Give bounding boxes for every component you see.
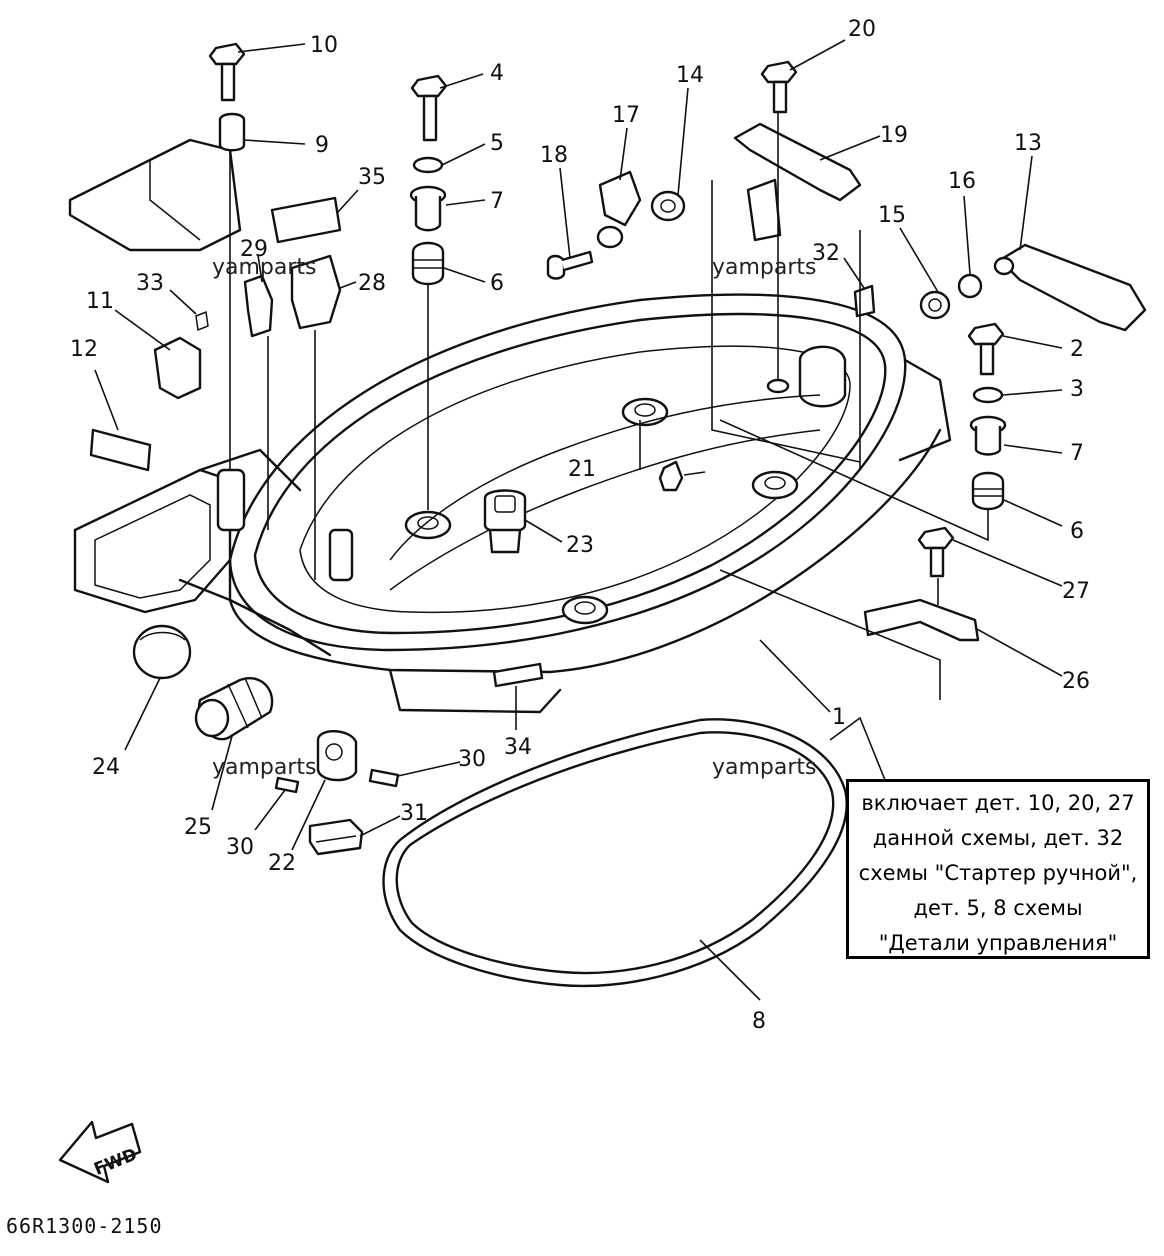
callout-7b: 7 bbox=[1070, 441, 1084, 466]
callout-18: 18 bbox=[540, 143, 568, 168]
grommet-25 bbox=[194, 677, 274, 741]
callout-27: 27 bbox=[1062, 579, 1090, 604]
fwd-arrow-icon: FWD bbox=[58, 1120, 142, 1184]
cap-24 bbox=[132, 624, 192, 680]
collar-7 bbox=[409, 185, 447, 232]
clip-29 bbox=[243, 274, 274, 338]
leader-lines bbox=[94, 39, 1063, 1001]
callout-32: 32 bbox=[812, 241, 840, 266]
lever-bracket-9 bbox=[68, 112, 246, 252]
callout-1: 1 bbox=[832, 705, 846, 730]
note-line: "Детали управления" bbox=[878, 931, 1118, 955]
washer-3 bbox=[972, 386, 1004, 404]
bolt-2 bbox=[967, 322, 1005, 376]
note-line: данной схемы, дет. 32 bbox=[872, 826, 1124, 850]
callout-5: 5 bbox=[490, 131, 504, 156]
callout-26: 26 bbox=[1062, 669, 1090, 694]
callout-28: 28 bbox=[358, 271, 386, 296]
grommet-6b bbox=[971, 471, 1005, 511]
callout-14: 14 bbox=[676, 63, 704, 88]
callout-24: 24 bbox=[92, 755, 120, 780]
watermark: yamparts bbox=[212, 255, 317, 280]
callout-10: 10 bbox=[310, 33, 338, 58]
grommet-15 bbox=[919, 290, 951, 320]
callout-numbers: 10 4 5 7 6 9 35 29 28 33 11 12 18 17 14 … bbox=[70, 17, 1090, 1034]
callout-29: 29 bbox=[240, 237, 268, 262]
watermarks: yamparts yamparts yamparts yamparts bbox=[212, 255, 817, 780]
pad-30a bbox=[368, 768, 400, 788]
label-35 bbox=[270, 196, 342, 244]
callout-22: 22 bbox=[268, 851, 296, 876]
callout-23: 23 bbox=[566, 533, 594, 558]
bolt-10 bbox=[208, 42, 246, 102]
bolt-20 bbox=[760, 60, 798, 114]
callout-20: 20 bbox=[848, 17, 876, 42]
callout-13: 13 bbox=[1014, 131, 1042, 156]
link-17 bbox=[596, 170, 642, 249]
note-box: включает дет. 10, 20, 27 данной схемы, д… bbox=[846, 779, 1150, 959]
bushing-14 bbox=[650, 190, 686, 222]
watermark: yamparts bbox=[712, 755, 817, 780]
clip-28 bbox=[290, 254, 342, 330]
callout-6b: 6 bbox=[1070, 519, 1084, 544]
lever-19 bbox=[733, 122, 862, 242]
callout-35: 35 bbox=[358, 165, 386, 190]
callout-3: 3 bbox=[1070, 377, 1084, 402]
note-line: схемы "Стартер ручной", bbox=[858, 861, 1138, 885]
callout-21: 21 bbox=[568, 457, 596, 482]
note-line: дет. 5, 8 схемы bbox=[913, 896, 1083, 920]
callout-8: 8 bbox=[752, 1009, 766, 1034]
seal-ring bbox=[382, 718, 848, 988]
bolt-27 bbox=[917, 526, 955, 578]
callout-17: 17 bbox=[612, 103, 640, 128]
handle-13 bbox=[993, 243, 1147, 332]
nut-16 bbox=[957, 273, 983, 299]
grommet-22 bbox=[316, 730, 358, 782]
callout-25: 25 bbox=[184, 815, 212, 840]
callout-2: 2 bbox=[1070, 337, 1084, 362]
callout-9: 9 bbox=[315, 133, 329, 158]
watermark: yamparts bbox=[212, 755, 317, 780]
washer-5 bbox=[412, 156, 444, 174]
callout-12: 12 bbox=[70, 337, 98, 362]
note-line: включает дет. 10, 20, 27 bbox=[861, 791, 1135, 815]
callout-4: 4 bbox=[490, 61, 504, 86]
grommet-23 bbox=[483, 489, 527, 554]
tag-34 bbox=[492, 662, 544, 688]
bolt-4 bbox=[410, 74, 448, 142]
tag-33 bbox=[195, 310, 209, 332]
switch-11 bbox=[153, 336, 202, 400]
callout-6: 6 bbox=[490, 271, 504, 296]
callout-16: 16 bbox=[948, 169, 976, 194]
plug-21 bbox=[658, 460, 684, 492]
plate-32 bbox=[853, 284, 876, 318]
callout-34: 34 bbox=[504, 735, 532, 760]
callout-11: 11 bbox=[86, 289, 114, 314]
grommet-6 bbox=[411, 241, 445, 286]
bottom-cowling bbox=[73, 293, 952, 714]
callout-33: 33 bbox=[136, 271, 164, 296]
bracket-26 bbox=[863, 598, 980, 642]
pad-30b bbox=[274, 776, 300, 794]
drawing-code: 66R1300-2150 bbox=[6, 1214, 163, 1238]
callout-15: 15 bbox=[878, 203, 906, 228]
callout-7: 7 bbox=[490, 189, 504, 214]
block-31 bbox=[308, 818, 364, 856]
collar-7b bbox=[969, 415, 1007, 456]
watermark: yamparts bbox=[712, 255, 817, 280]
label-12 bbox=[89, 428, 152, 472]
callout-30a: 30 bbox=[458, 747, 486, 772]
bolt-18 bbox=[546, 250, 594, 280]
callout-30b: 30 bbox=[226, 835, 254, 860]
callout-19: 19 bbox=[880, 123, 908, 148]
callout-31: 31 bbox=[400, 801, 428, 826]
